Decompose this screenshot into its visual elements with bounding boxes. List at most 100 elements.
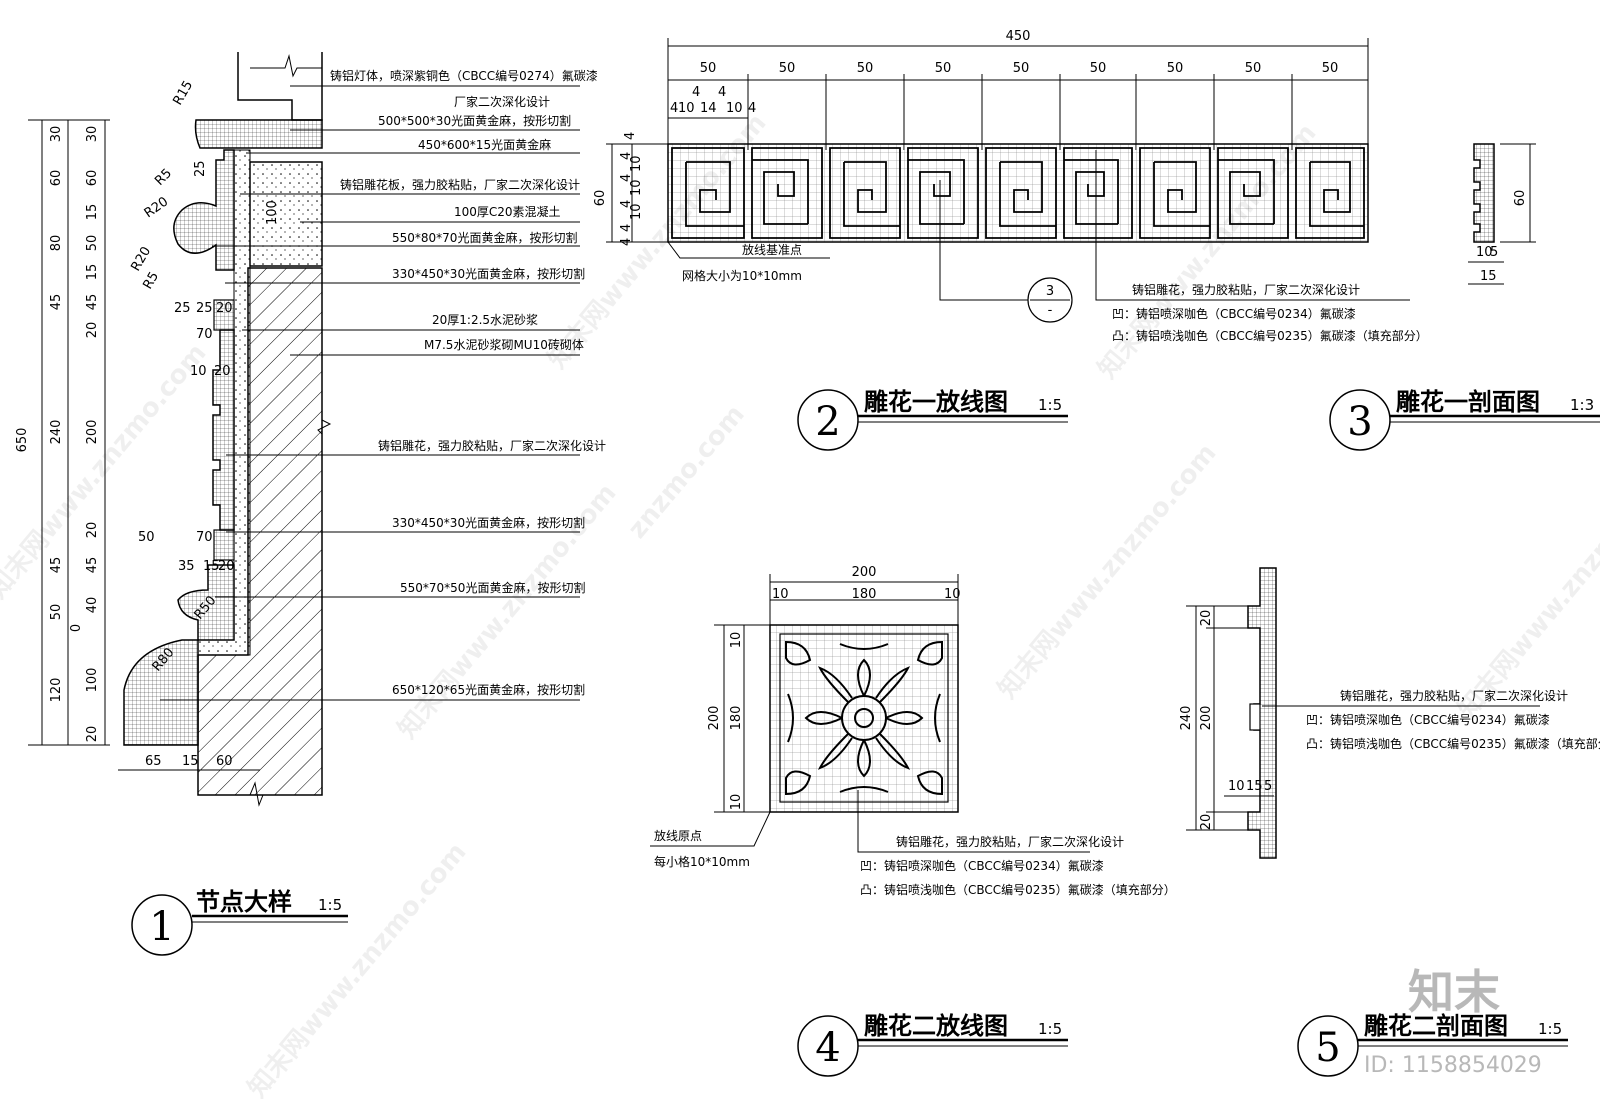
dim-small-3: 25 [196, 301, 213, 316]
dim-bottom-2: 60 [216, 754, 233, 769]
note-1-2: 500*500*30光面黄金麻，按形切割 [378, 113, 571, 128]
rosette-panel [769, 624, 959, 813]
note-1-5: 100厚C20素混凝土 [454, 204, 561, 219]
dim-bottom-0: 65 [145, 754, 162, 769]
dim-inner-column: 30 60 15 50 15 45 20 200 20 45 40 0 100 … [69, 126, 100, 743]
detail-5-title: 雕花二剖面图 [1364, 1012, 1508, 1040]
dim-outer-total: 650 [15, 428, 30, 453]
side-dim-0: 60 [593, 190, 608, 207]
dim-inner-11: 0 [69, 624, 84, 632]
fret-sub-dims: 4 10 4 14 4 10 4 [670, 85, 756, 116]
dim-small-9: 70 [196, 530, 213, 545]
dim-mid-4: 240 [49, 420, 64, 445]
dim-inner-7: 200 [85, 420, 100, 445]
light-body [237, 52, 323, 121]
dim-small-1: 100 [265, 200, 280, 225]
side-dim-5: 10 [629, 179, 644, 196]
detail-1-section: 650 30 60 80 45 240 45 50 120 30 60 15 5… [15, 52, 606, 956]
molding-mid [177, 564, 235, 641]
cap-stone [194, 119, 323, 149]
rosette-top-dim-2: 180 [852, 587, 877, 602]
note-1-1: 厂家二次深化设计 [454, 94, 550, 109]
dim-small-6: 10 [190, 364, 207, 379]
rosette-origin: 放线原点 [654, 828, 702, 843]
detail-3-scale: 1:3 [1570, 396, 1594, 414]
rosette-section-block [1249, 703, 1261, 731]
dim-small-11: 15 [203, 559, 220, 574]
detail-2-number-circle [797, 389, 859, 451]
dim-small-8: 50 [138, 530, 155, 545]
detail-1-scale: 1:5 [318, 896, 342, 914]
detail-2-fret-layout: 450 50 50 50 50 50 50 50 50 50 4 10 4 14… [593, 29, 1428, 451]
detail-1-number: 1 [149, 904, 174, 950]
rosette-note-leader [857, 790, 1090, 853]
break-line-side [317, 419, 332, 435]
dim-inner-10: 40 [85, 597, 100, 614]
dim-inner-2: 15 [85, 204, 100, 221]
sec5-dim-3: 20 [1199, 814, 1214, 831]
rosette-left-dim-3: 10 [729, 794, 744, 811]
seg-dim-4: 50 [1013, 61, 1030, 76]
detail-5-section: 240 20 200 20 10 15 5 铸铝雕花，强力胶粘贴，厂家二次深化设… [1179, 567, 1600, 1077]
sec5-dim-6: 5 [1264, 779, 1272, 794]
dim-small-12: 20 [218, 559, 235, 574]
side-dim-6: 4 [619, 200, 634, 208]
side-dim-8: 4 [619, 224, 634, 232]
seg-dim-0: 50 [700, 61, 717, 76]
dim-mid-7: 120 [49, 678, 64, 703]
sec5-dim-1: 20 [1199, 610, 1214, 627]
fret-note-2: 凸：铸铝喷浅咖色（CBCC编号0235）氟碳漆（填充部分） [1112, 328, 1428, 343]
dim-small-labels: 25 100 25 25 20 70 10 20 50 70 35 15 20 [138, 160, 280, 574]
note-1-4: 铸铝雕花板，强力胶粘贴，厂家二次深化设计 [340, 177, 580, 192]
detail-4-scale: 1:5 [1038, 1020, 1062, 1038]
fret-segment-dims: 50 50 50 50 50 50 50 50 50 [700, 61, 1339, 76]
note-1-13: 650*120*65光面黄金麻，按形切割 [392, 682, 585, 697]
sec3-dim-1: 10 [1476, 245, 1493, 260]
fret-total-width: 450 [1006, 29, 1031, 44]
side-dim-9: 4 [619, 238, 634, 246]
sec5-dim-5: 15 [1246, 779, 1263, 794]
notes-detail-1: 铸铝灯体，喷深紫铜色（CBCC编号0274）氟碳漆 厂家二次深化设计 500*5… [330, 68, 606, 697]
carving-strip [212, 329, 235, 531]
dim-inner-12: 100 [85, 668, 100, 693]
side-dim-7: 10 [629, 203, 644, 220]
detail-2-number: 2 [815, 399, 840, 445]
callout-leader [939, 180, 1028, 301]
seg-dim-6: 50 [1167, 61, 1184, 76]
dim-inner-6: 20 [85, 322, 100, 339]
detail-4-title: 雕花二放线图 [864, 1012, 1008, 1040]
title-detail-5: 5 雕花二剖面图 1:5 [1297, 1012, 1568, 1077]
callout-circle [1027, 277, 1073, 323]
sec5-dim-lines [1186, 605, 1274, 831]
watermark-site-8: znzmo.com [622, 400, 750, 545]
granite-piece-upper [213, 299, 235, 331]
sec5-dim-4: 10 [1228, 779, 1245, 794]
detail-1-title: 节点大样 [196, 888, 292, 916]
sec5-dim-2: 200 [1199, 706, 1214, 731]
rosette-origin-leader [650, 811, 771, 847]
fret-grid-note: 网格大小为10*10mm [682, 268, 802, 283]
detail-3-title: 雕花一剖面图 [1396, 388, 1540, 416]
dim-small-10: 35 [178, 559, 195, 574]
top-dimension-chain [667, 38, 1369, 150]
dim-inner-1: 60 [85, 170, 100, 187]
side-dim-1: 4 [623, 132, 638, 140]
sec3-dim-3: 15 [1480, 269, 1497, 284]
note-1-10: 铸铝雕花，强力胶粘贴，厂家二次深化设计 [378, 438, 606, 453]
dim-mid-6: 50 [49, 604, 64, 621]
note-1-8: 20厚1:2.5水泥砂浆 [432, 312, 538, 327]
granite-piece-lower [213, 529, 235, 561]
sub-dim-4: 4 [718, 85, 726, 100]
break-line-top [250, 54, 322, 78]
seg-dim-3: 50 [935, 61, 952, 76]
sec3-dim-2: 5 [1490, 245, 1498, 260]
sub-dim-3: 14 [700, 101, 717, 116]
note-leaders-detail-1 [160, 85, 580, 701]
dim-mid-0: 30 [49, 126, 64, 143]
sub-dim-5: 10 [726, 101, 743, 116]
radius-r15: R15 [170, 78, 196, 108]
rosette-note-0: 铸铝雕花，强力胶粘贴，厂家二次深化设计 [896, 834, 1124, 849]
note-1-6: 550*80*70光面黄金麻，按形切割 [392, 230, 577, 245]
dim-inner-13: 20 [85, 726, 100, 743]
callout-number: 3 [1046, 284, 1054, 299]
